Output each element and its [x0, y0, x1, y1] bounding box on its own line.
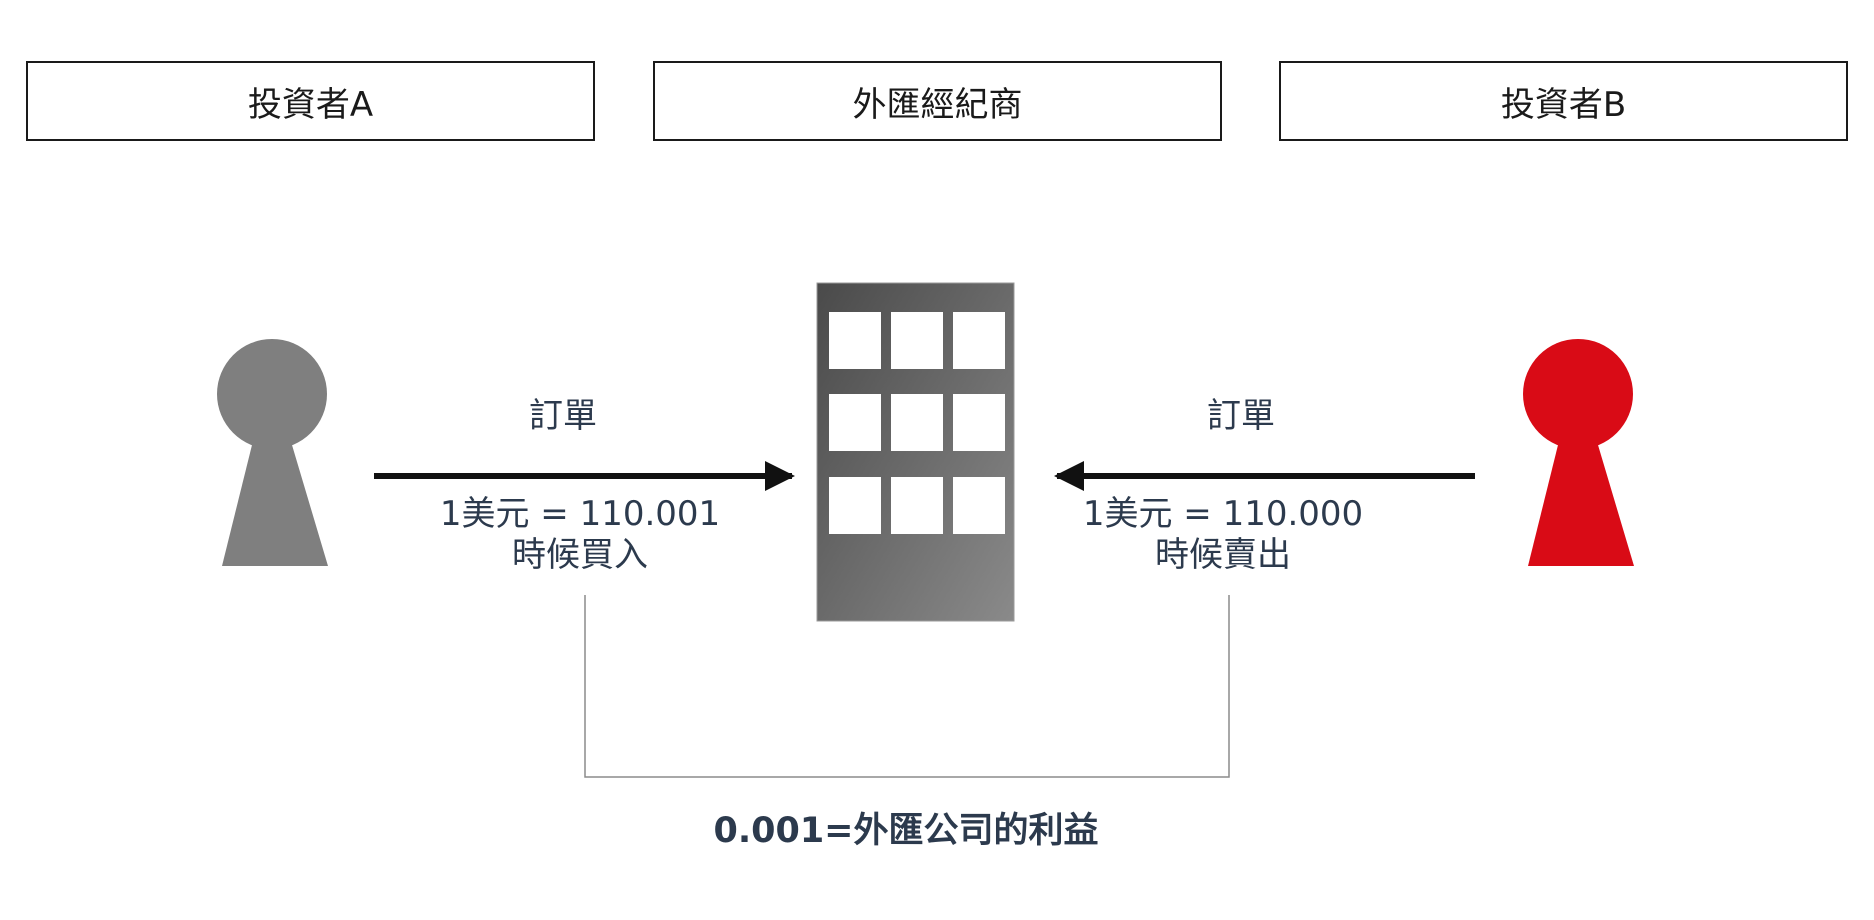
profit-label: 0.001=外匯公司的利益 [713, 811, 1099, 851]
investor-a-header: 投資者A [26, 61, 595, 141]
buy-price-line: 1美元 = 110.001 [439, 494, 721, 534]
sell-action-line: 時候賣出 [1155, 534, 1291, 575]
investor-a-title: 投資者A [247, 84, 374, 125]
sell-price-label: 1美元 = 110.000 時候賣出 [1063, 494, 1383, 576]
investor-b-title: 投資者B [1500, 84, 1627, 125]
broker-header: 外匯經紀商 [653, 61, 1222, 141]
order-label-right: 訂單 [1207, 396, 1275, 436]
person-icon [217, 339, 328, 566]
order-label-left: 訂單 [529, 396, 597, 436]
building-icon [816, 282, 1015, 622]
investor-b-header: 投資者B [1279, 61, 1848, 141]
sell-price-line: 1美元 = 110.000 [1082, 494, 1364, 534]
buy-price-label: 1美元 = 110.001 時候買入 [420, 494, 740, 576]
person-icon [1523, 339, 1634, 566]
broker-title: 外匯經紀商 [852, 84, 1023, 125]
buy-action-line: 時候買入 [512, 534, 648, 575]
spread-bracket [584, 595, 1230, 778]
